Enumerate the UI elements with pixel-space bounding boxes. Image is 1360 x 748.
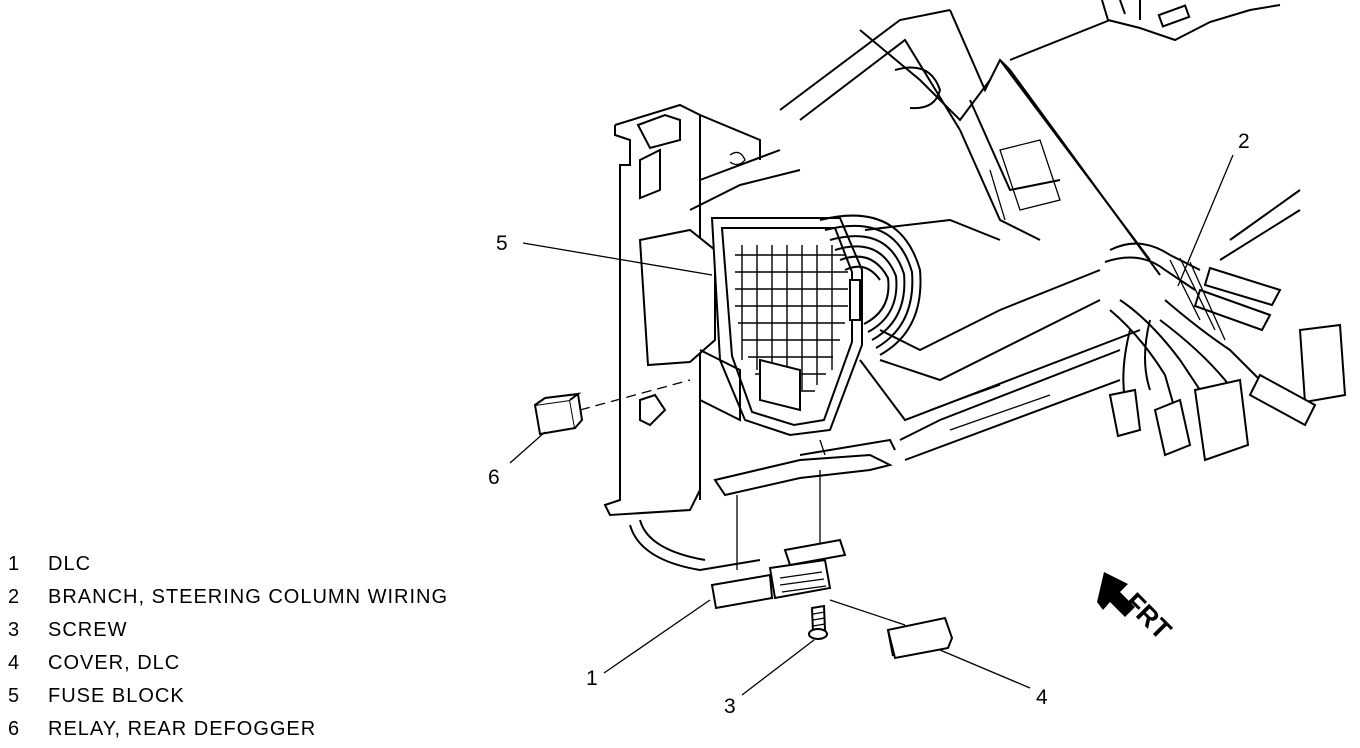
legend-number: 5 [8,685,21,707]
legend-label: BRANCH, STEERING COLUMN WIRING [48,586,449,608]
callout-6: 6 [488,466,500,489]
dlc-connector [710,538,847,610]
legend-label: COVER, DLC [48,652,181,674]
leader-lines [509,154,1234,696]
callout-2: 2 [1238,130,1250,153]
legend-number: 2 [8,586,21,608]
forward-direction-indicator: FRT [1097,572,1177,646]
callout-1: 1 [586,667,598,690]
legend-label: SCREW [48,619,128,641]
dash-structure [779,0,1301,276]
wiring-harness [819,214,1141,461]
screw [808,604,828,640]
legend-number: 4 [8,652,21,674]
dlc-cover [886,616,954,660]
steering-column-wiring-branch [1104,242,1347,462]
legend-label: RELAY, REAR DEFOGGER [48,718,317,740]
callout-4: 4 [1036,686,1048,709]
legend-number: 6 [8,718,21,740]
callout-3: 3 [724,695,736,718]
fuse-block [638,217,863,437]
rear-defogger-relay [533,379,691,436]
legend-number: 3 [8,619,21,641]
frt-label: FRT [1119,587,1178,646]
callout-5: 5 [496,232,508,255]
legend-label: FUSE BLOCK [48,685,185,707]
legend-label: DLC [48,553,92,575]
arrow-icon [1097,572,1135,617]
legend-number: 1 [8,553,21,575]
dlc-bracket [629,438,896,572]
